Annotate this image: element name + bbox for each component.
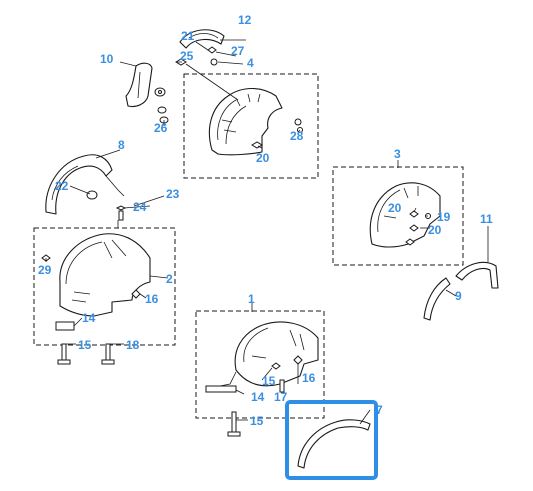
highlight-box-part-7[interactable]: [285, 400, 378, 480]
fastener-4[interactable]: [210, 58, 218, 66]
part-11-arch-trim[interactable]: [455, 261, 499, 289]
fastener-15-left[interactable]: [57, 343, 71, 365]
clip-22[interactable]: [86, 190, 98, 200]
bracket-14-right[interactable]: [205, 385, 237, 393]
callout-26: 26: [154, 121, 168, 135]
callout-21: 21: [181, 29, 195, 43]
fastener-24[interactable]: [115, 205, 127, 221]
fastener-17[interactable]: [279, 379, 285, 393]
bracket-14-left[interactable]: [55, 321, 75, 331]
callout-19: 19: [437, 210, 451, 224]
group-box-1: [195, 310, 325, 419]
callout-11: 11: [480, 212, 493, 226]
part-12-arch-trim[interactable]: [179, 29, 225, 49]
group-box-4: [183, 73, 319, 179]
fastener-18[interactable]: [101, 343, 115, 365]
part-2-wheelhouse-liner[interactable]: [59, 233, 151, 317]
fastener-16-right[interactable]: [293, 355, 303, 365]
part-9-arch-trim[interactable]: [423, 277, 451, 321]
callout-20-3b: 20: [428, 223, 442, 237]
callout-15-left: 15: [78, 338, 92, 352]
fastener-20-3a[interactable]: [409, 210, 419, 218]
callout-14-right: 14: [251, 390, 265, 404]
callout-15-mid: 15: [262, 374, 276, 388]
callout-9: 9: [455, 289, 462, 303]
clip-10a[interactable]: [154, 87, 166, 97]
fastener-15-mid[interactable]: [271, 362, 281, 370]
callout-24: 24: [133, 200, 147, 214]
callout-12: 12: [238, 13, 252, 27]
part-1-wheelhouse-liner[interactable]: [219, 321, 319, 387]
callout-4: 4: [247, 56, 254, 70]
fastener-15-bottom[interactable]: [227, 411, 241, 437]
fastener-3-bottom[interactable]: [405, 238, 415, 246]
part-3-inner-liner[interactable]: [369, 182, 441, 248]
group-box-2: [33, 227, 176, 346]
callout-1: 1: [248, 292, 255, 306]
callout-20-top: 20: [256, 151, 270, 165]
callout-18: 18: [126, 338, 140, 352]
callout-25: 25: [180, 49, 194, 63]
callout-29: 29: [38, 263, 52, 277]
callout-8: 8: [118, 138, 125, 152]
callout-14-left: 14: [82, 311, 96, 325]
part-4-inner-liner[interactable]: [208, 87, 283, 156]
callout-28: 28: [290, 129, 304, 143]
part-8-arch-liner[interactable]: [45, 154, 125, 215]
callouts: 12 21 27 25 4 10 26 28 20 8 22 23 24 3 2…: [38, 13, 493, 428]
callout-23: 23: [166, 187, 180, 201]
fastener-27[interactable]: [207, 46, 217, 54]
callout-27: 27: [231, 44, 245, 58]
callout-22: 22: [55, 179, 69, 193]
callout-15-bottom: 15: [250, 414, 264, 428]
fastener-20-3b[interactable]: [409, 224, 419, 232]
leader-lines: [45, 39, 489, 425]
callout-10: 10: [100, 52, 114, 66]
part-7-arch-trim[interactable]: [297, 419, 371, 469]
callout-2: 2: [166, 272, 173, 286]
callout-7: 7: [376, 403, 383, 417]
part-10-bracket[interactable]: [125, 62, 153, 108]
callout-16-left: 16: [145, 292, 159, 306]
callout-20-3a: 20: [388, 201, 402, 215]
callout-3: 3: [394, 147, 401, 161]
callout-16-right: 16: [302, 371, 316, 385]
callout-17: 17: [274, 390, 288, 404]
